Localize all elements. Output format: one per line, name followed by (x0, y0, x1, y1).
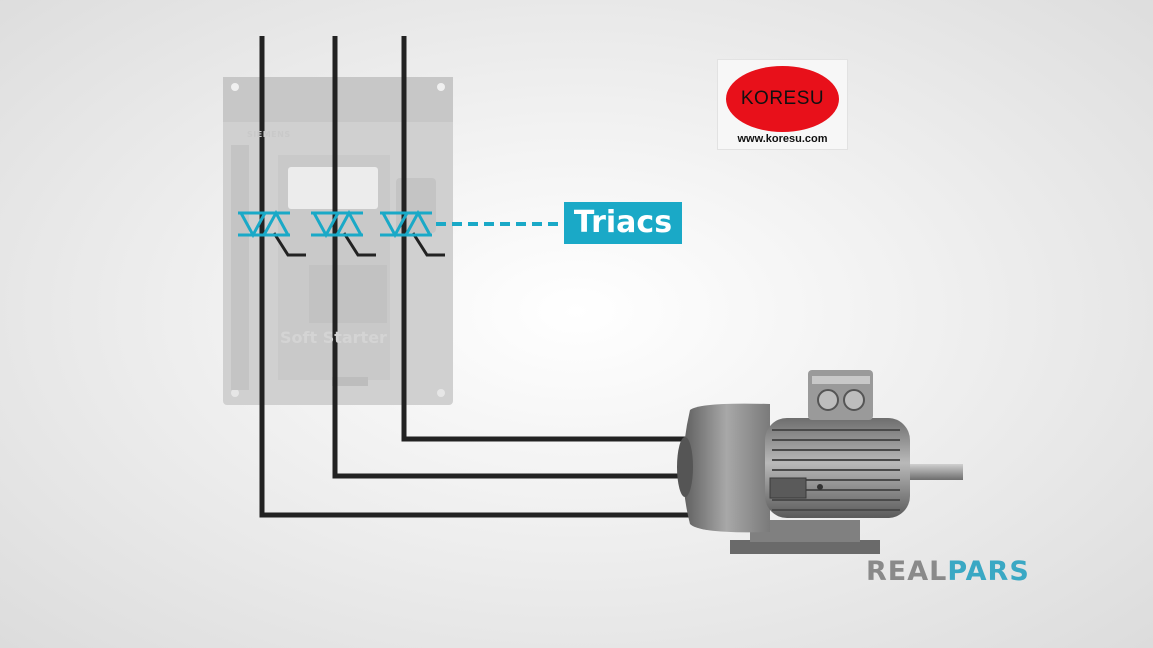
koresu-url: www.koresu.com (737, 133, 828, 145)
triac-symbol-3 (380, 209, 432, 239)
soft-starter-label: Soft Starter (280, 328, 387, 347)
koresu-logo-text: KORESU (740, 88, 825, 109)
triac-symbol-1 (238, 209, 290, 239)
realpars-logo: REALPARS (866, 556, 1030, 587)
starter-brand-label: SIEMENS (247, 130, 291, 139)
realpars-logo-part1: REAL (866, 556, 948, 587)
koresu-watermark: KORESU www.koresu.com (717, 59, 848, 150)
koresu-logo-oval: KORESU (726, 66, 839, 132)
electric-motor (677, 370, 963, 554)
triacs-callout-label: Triacs (564, 202, 682, 244)
wires (259, 36, 700, 518)
triac-gates (272, 232, 445, 257)
triac-symbol-2 (311, 209, 363, 239)
realpars-logo-part2: PARS (947, 556, 1030, 587)
soft-starter (223, 77, 453, 405)
